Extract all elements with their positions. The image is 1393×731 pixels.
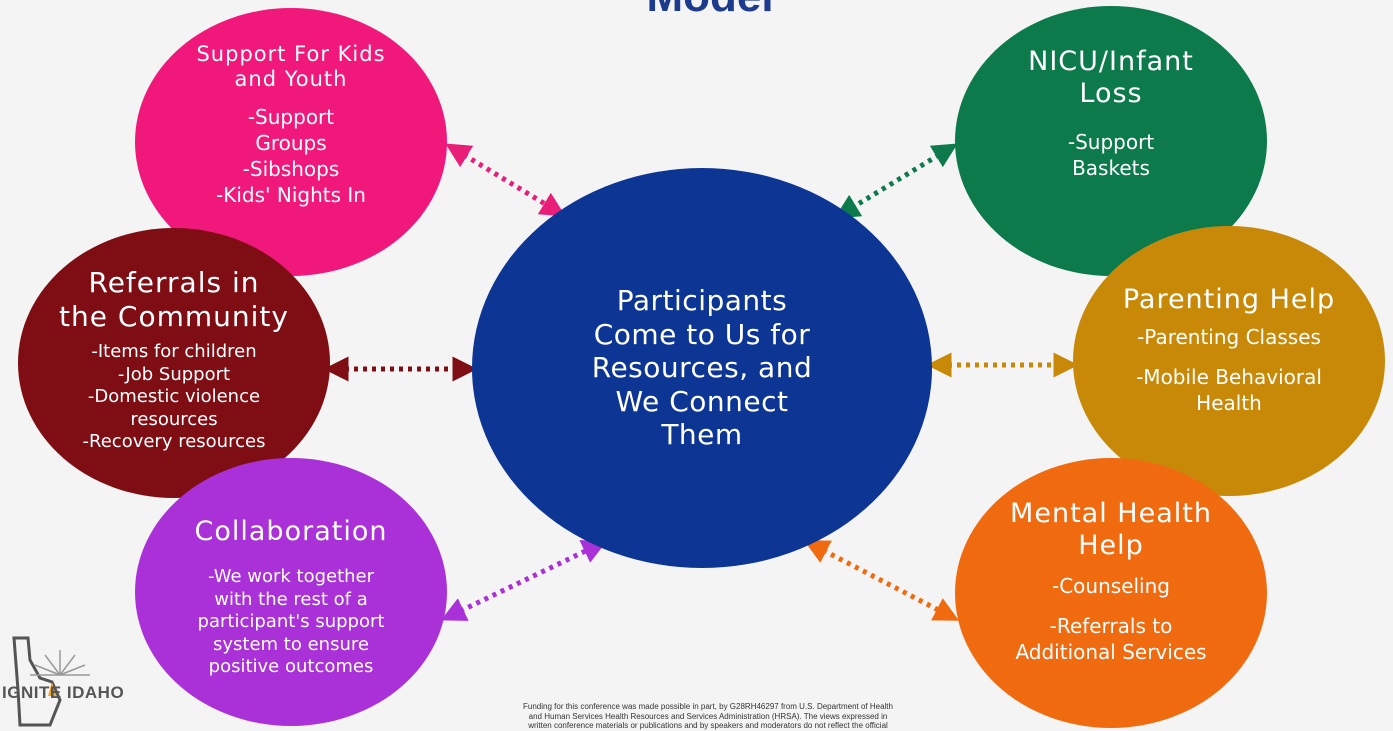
funding-disclaimer: Funding for this conference was made pos… bbox=[523, 702, 893, 731]
nicu-items: -Support Baskets bbox=[1067, 129, 1155, 180]
parenting-heading: Parenting Help bbox=[1122, 284, 1336, 315]
referrals-heading: Referrals in the Community bbox=[59, 266, 289, 333]
center-circle: Participants Come to Us for Resources, a… bbox=[472, 168, 932, 568]
ignite-idaho-logo bbox=[12, 636, 90, 727]
arrow-nicu bbox=[834, 143, 958, 219]
circle-collaboration: Collaboration -We work together with the… bbox=[135, 458, 447, 726]
circle-mental-health-help: Mental Health Help -Counseling -Referral… bbox=[955, 458, 1267, 728]
mental-items: -Counseling -Referrals to Additional Ser… bbox=[1015, 573, 1207, 664]
collab-items: -We work together with the rest of a par… bbox=[197, 566, 385, 678]
circle-parenting-help: Parenting Help -Parenting Classes -Mobil… bbox=[1073, 226, 1385, 496]
center-text: Participants Come to Us for Resources, a… bbox=[591, 284, 813, 452]
mental-heading: Mental Health Help bbox=[1010, 498, 1212, 562]
collab-heading: Collaboration bbox=[194, 516, 388, 547]
arrow-kids bbox=[445, 143, 566, 217]
nicu-heading: NICU/Infant Loss bbox=[1028, 46, 1194, 110]
kids-items: -Support Groups -Sibshops -Kids' Nights … bbox=[216, 105, 366, 208]
referrals-items: -Items for children -Job Support -Domest… bbox=[82, 341, 266, 453]
arrow-mental bbox=[803, 540, 960, 621]
logo-text: IGNITE IDAHO bbox=[2, 683, 125, 702]
page-title: Model bbox=[580, 0, 840, 22]
parenting-items: -Parenting Classes -Mobile Behavioral He… bbox=[1136, 325, 1322, 416]
kids-heading: Support For Kids and Youth bbox=[196, 42, 386, 92]
arrow-collab bbox=[440, 540, 608, 621]
circle-referrals-community: Referrals in the Community -Items for ch… bbox=[18, 228, 330, 498]
